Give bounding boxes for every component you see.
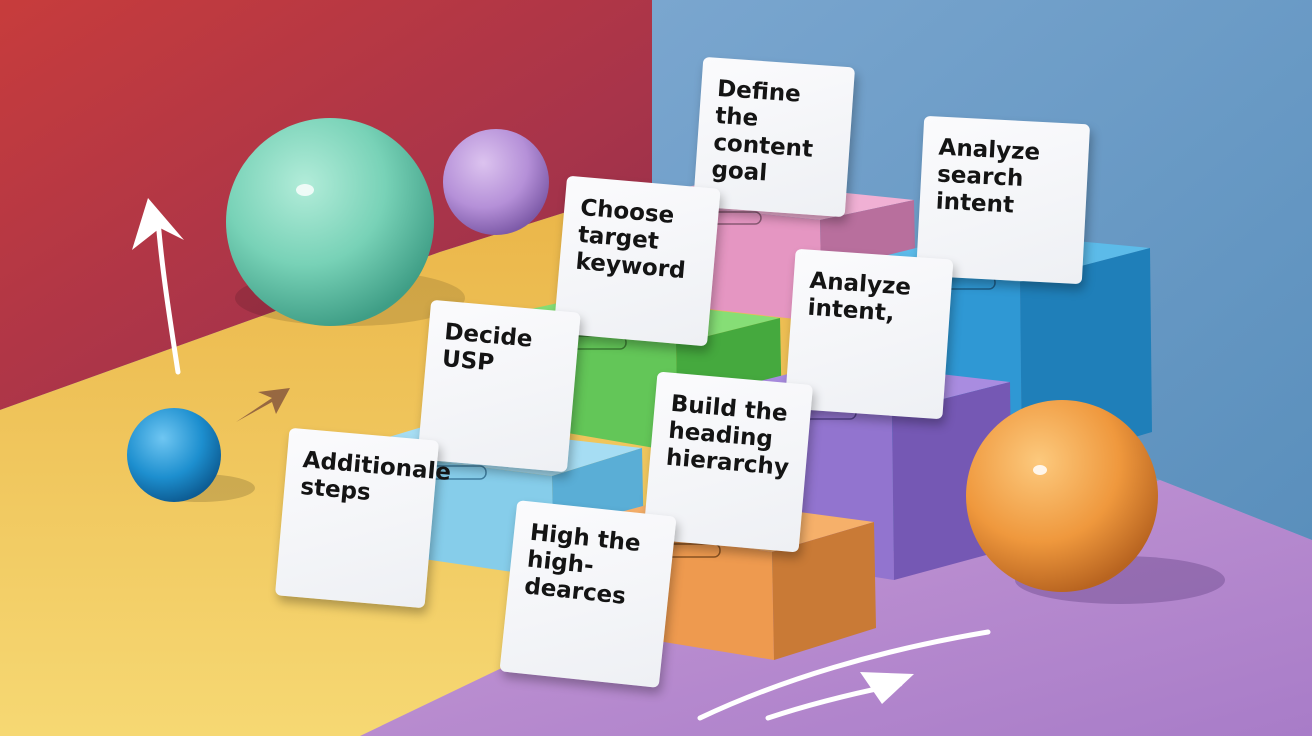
- orange-sphere: [966, 400, 1158, 592]
- up-arrow-head: [132, 198, 184, 250]
- card-additionale-steps: Additionale steps: [274, 427, 452, 609]
- card-decide-usp: Decide USP: [417, 299, 581, 473]
- blue-sphere: [127, 408, 221, 502]
- card-high-the-high-dearces: High the high-dearces: [499, 500, 677, 688]
- step-orange-side: [772, 522, 876, 660]
- mint-sphere: [226, 118, 434, 326]
- lilac-sphere: [443, 129, 549, 235]
- small-arrow: [236, 388, 290, 422]
- curved-arrow: [697, 629, 991, 721]
- curved-arrow-head: [860, 672, 914, 704]
- up-arrow: [155, 217, 181, 375]
